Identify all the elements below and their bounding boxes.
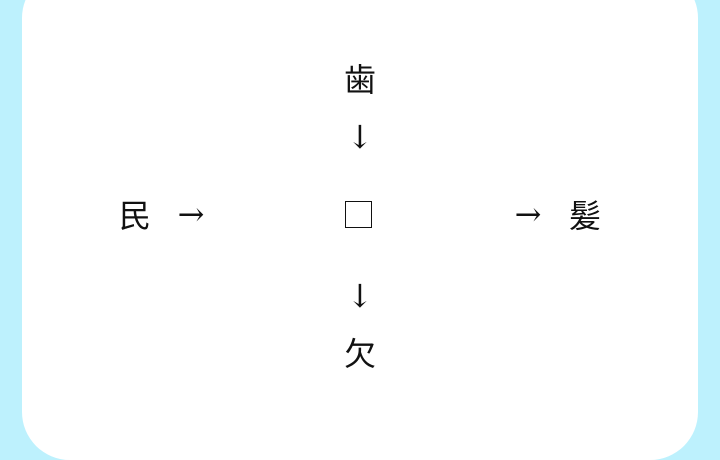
arrow-down-top: ↓ [346, 118, 374, 156]
left-kanji: 民 [118, 197, 152, 235]
arrow-right-right: → [514, 195, 542, 233]
right-kanji: 髪 [568, 197, 602, 235]
arrow-right-left: → [177, 195, 205, 233]
bottom-kanji: 欠 [343, 335, 377, 373]
top-kanji: 歯 [343, 61, 377, 99]
arrow-down-bottom: ↓ [346, 277, 374, 315]
answer-blank-box [345, 201, 372, 228]
puzzle-card [22, 0, 698, 460]
